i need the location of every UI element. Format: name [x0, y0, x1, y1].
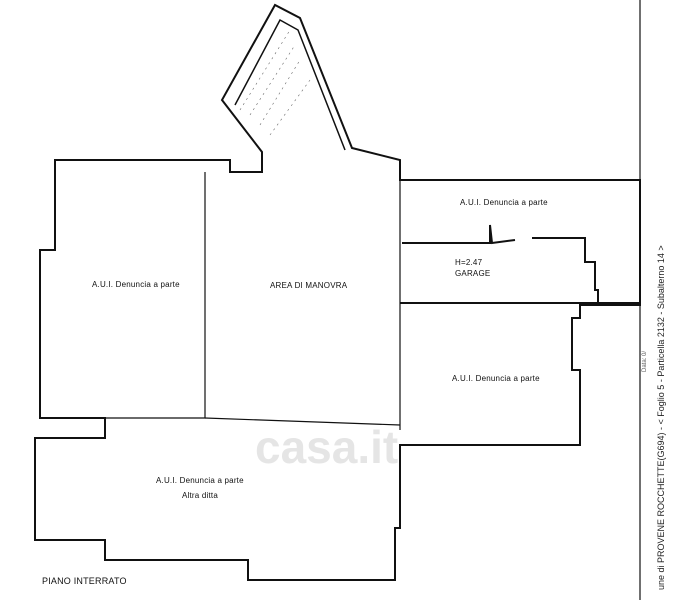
outer-wall	[34, 3, 641, 581]
room-label-aui-left: A.U.I. Denuncia a parte	[92, 280, 180, 289]
room-label-aui-top-right: A.U.I. Denuncia a parte	[460, 198, 548, 207]
floor-label: PIANO INTERRATO	[42, 576, 127, 586]
wall-manovra-bottom	[204, 417, 401, 426]
side-caption: une di PROVENE ROCCHETTE(G694) - < Fogli…	[656, 245, 666, 590]
room-label-aui-right: A.U.I. Denuncia a parte	[452, 374, 540, 383]
room-label-aui-bottom-sub: Altra ditta	[182, 491, 218, 500]
room-label-garage: GARAGE	[455, 269, 491, 278]
room-label-area-manovra: AREA DI MANOVRA	[270, 281, 348, 290]
watermark: casa.it	[255, 421, 399, 473]
room-label-aui-bottom: A.U.I. Denuncia a parte	[156, 476, 244, 485]
side-caption-small: Data: 0/	[642, 350, 648, 372]
wall-manovra-left	[105, 172, 206, 419]
ramp-inner-wall	[234, 18, 346, 151]
garage-top-wall	[402, 224, 599, 305]
garage-height: H=2.47	[455, 258, 483, 267]
